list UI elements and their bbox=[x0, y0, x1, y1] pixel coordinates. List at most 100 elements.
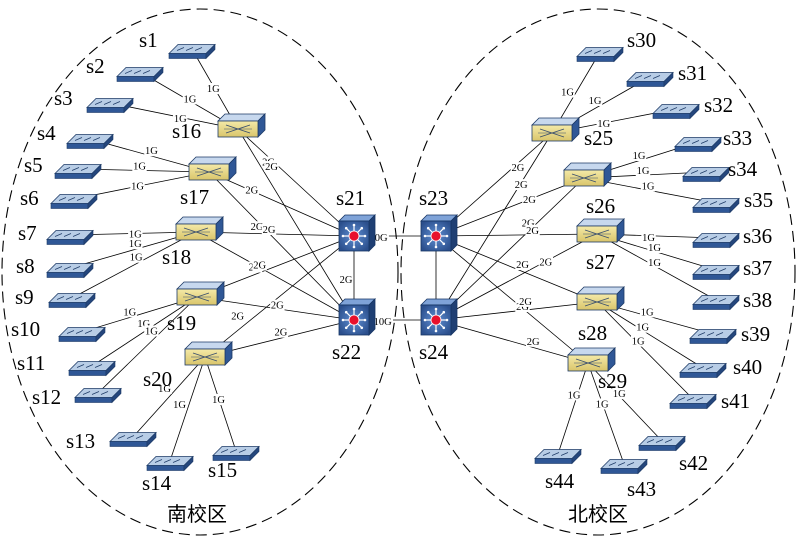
link-speed-label: 1G bbox=[613, 389, 626, 400]
link-speed-label: 1G bbox=[597, 119, 610, 130]
link-speed-label: 2G bbox=[340, 275, 353, 286]
node-label-s39: s39 bbox=[741, 322, 770, 346]
link-speed-label: 10G bbox=[374, 317, 393, 328]
link-label-bg bbox=[596, 118, 611, 130]
node-label-s29: s29 bbox=[598, 369, 627, 393]
link-label-bg bbox=[560, 86, 575, 98]
node-label-s5: s5 bbox=[24, 153, 43, 177]
access-switch-s1 bbox=[168, 43, 216, 60]
link-speed-label: 2G bbox=[522, 219, 535, 230]
access-switch-s40 bbox=[679, 362, 727, 379]
node-label-s13: s13 bbox=[66, 429, 95, 453]
node-label-s32: s32 bbox=[704, 93, 733, 117]
link-s16-s21 bbox=[237, 128, 355, 237]
link-label-bg bbox=[538, 256, 554, 268]
link-label-bg bbox=[252, 259, 267, 271]
link-label-bg bbox=[128, 238, 143, 250]
link-label-bg bbox=[157, 383, 172, 394]
node-label-s27: s27 bbox=[586, 250, 615, 274]
link-speed-label: 2G bbox=[516, 302, 529, 313]
access-switch-s36 bbox=[692, 232, 740, 249]
link-label-bg bbox=[631, 335, 646, 347]
link-label-bg bbox=[244, 184, 259, 196]
link-speed-label: 2G bbox=[526, 226, 539, 237]
link-speed-label: 2G bbox=[253, 261, 266, 272]
link-label-bg bbox=[595, 398, 610, 410]
aggregation-switch-s26 bbox=[563, 162, 612, 187]
link-s8-s18 bbox=[69, 231, 197, 269]
access-switch-s31 bbox=[626, 71, 674, 88]
link-speed-label: 1G bbox=[633, 151, 646, 162]
link-s29-s24 bbox=[435, 319, 589, 364]
link-speed-label: 1G bbox=[648, 258, 661, 269]
link-label-bg bbox=[122, 306, 137, 318]
link-label-bg bbox=[640, 306, 655, 318]
link-speed-label: 1G bbox=[137, 319, 150, 330]
link-speed-label: 1G bbox=[632, 337, 645, 348]
link-label-bg bbox=[514, 179, 529, 191]
link-label-bg bbox=[338, 274, 354, 285]
link-label-bg bbox=[368, 232, 389, 243]
link-label-bg bbox=[132, 160, 147, 172]
node-label-s10: s10 bbox=[11, 317, 40, 341]
link-speed-label: 1G bbox=[207, 84, 220, 95]
aggregation-switch-s25 bbox=[531, 117, 580, 142]
node-label-s30: s30 bbox=[627, 28, 656, 52]
link-label-bg bbox=[566, 389, 582, 401]
node-label-s7: s7 bbox=[18, 221, 37, 245]
node-label-s25: s25 bbox=[584, 126, 613, 150]
core-switch-s23 bbox=[420, 214, 458, 252]
link-speed-label: 1G bbox=[642, 233, 655, 244]
access-switch-s5 bbox=[54, 163, 102, 180]
node-label-s34: s34 bbox=[728, 157, 758, 181]
core-switch-s21 bbox=[338, 214, 376, 252]
aggregation-switch-s19 bbox=[176, 281, 225, 306]
link-speed-label: 2G bbox=[511, 163, 524, 174]
link-speed-label: 1G bbox=[131, 182, 144, 193]
node-label-s40: s40 bbox=[733, 355, 762, 379]
link-s43-s29 bbox=[587, 362, 625, 465]
node-label-s31: s31 bbox=[678, 61, 707, 85]
link-s41-s28 bbox=[596, 301, 694, 400]
link-label-bg bbox=[635, 165, 651, 176]
link-speed-label: 2G bbox=[245, 185, 258, 196]
access-switch-s12 bbox=[74, 387, 122, 404]
link-speed-label: 1G bbox=[130, 253, 143, 264]
access-switch-s10 bbox=[58, 326, 106, 343]
node-label-s18: s18 bbox=[162, 245, 191, 269]
link-speed-label: 1G bbox=[123, 307, 136, 318]
node-label-s6: s6 bbox=[20, 186, 39, 210]
link-label-bg bbox=[641, 231, 656, 243]
link-label-bg bbox=[129, 251, 144, 263]
access-switch-s34 bbox=[682, 166, 730, 183]
link-speed-label: 1G bbox=[129, 239, 142, 250]
node-label-s20: s20 bbox=[143, 367, 172, 391]
aggregation-switch-s29 bbox=[567, 347, 616, 372]
link-label-bg bbox=[249, 221, 265, 233]
access-switch-s37 bbox=[692, 264, 740, 281]
node-label-s12: s12 bbox=[32, 385, 61, 409]
node-label-s43: s43 bbox=[627, 477, 656, 501]
link-speed-label: 1G bbox=[174, 114, 187, 125]
link-speed-label: 1G bbox=[129, 229, 142, 240]
link-s44-s29 bbox=[557, 362, 589, 455]
link-label-bg bbox=[144, 325, 159, 337]
link-label-bg bbox=[635, 321, 650, 333]
south-campus-boundary bbox=[1, 8, 399, 536]
link-s27-s23 bbox=[435, 233, 598, 237]
access-switch-s14 bbox=[146, 455, 194, 472]
link-speed-label: 1G bbox=[641, 307, 654, 318]
node-label-s4: s4 bbox=[37, 121, 56, 145]
link-s29-s23 bbox=[435, 235, 589, 364]
access-switch-s42 bbox=[638, 435, 686, 452]
link-speed-label: 2G bbox=[527, 337, 540, 348]
node-label-s38: s38 bbox=[743, 288, 772, 312]
access-switch-s13 bbox=[109, 431, 157, 448]
link-s26-s23 bbox=[435, 177, 585, 237]
access-switch-s39 bbox=[689, 328, 737, 345]
core-switch-s22 bbox=[338, 298, 376, 336]
access-switch-s9 bbox=[48, 292, 96, 309]
node-label-s36: s36 bbox=[743, 224, 772, 248]
link-s14-s20 bbox=[169, 356, 206, 462]
